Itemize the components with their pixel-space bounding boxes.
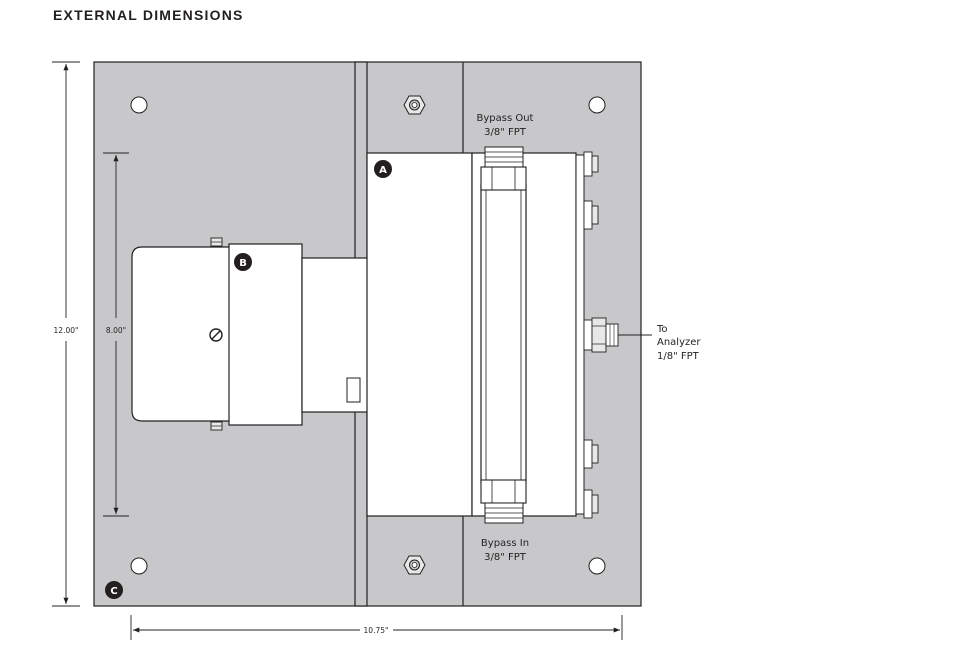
component-b-housing (131, 246, 231, 422)
analyzer-port-fitting (583, 317, 619, 353)
screw-icon (209, 328, 223, 342)
svg-text:B: B (239, 258, 247, 269)
callout-b-badge: B (234, 253, 252, 271)
bypass-in-fitting (480, 479, 527, 524)
bypass-out-label: Bypass Out (477, 113, 534, 124)
mounting-hole (588, 557, 606, 575)
mounting-hole (588, 96, 606, 114)
bypass-out-size: 3/8" FPT (484, 127, 527, 138)
dim-inner-height-label: 8.00" (106, 326, 126, 335)
page-title: EXTERNAL DIMENSIONS (53, 7, 244, 23)
hex-nut-icon (403, 95, 426, 115)
dim-height-label: 12.00" (54, 326, 79, 335)
flow-tube (480, 184, 527, 484)
callout-c-badge: C (105, 581, 123, 599)
callout-a-badge: A (374, 160, 392, 178)
component-a-block (366, 152, 473, 517)
bolt-icon (210, 237, 223, 247)
bypass-in-label: Bypass In (481, 538, 529, 549)
component-b-body (228, 243, 303, 426)
svg-text:A: A (379, 165, 387, 176)
side-plate (575, 154, 585, 515)
mounting-hole (130, 557, 148, 575)
bolt-icon (583, 489, 599, 519)
analyzer-label-to: To (656, 324, 668, 335)
bolt-icon (583, 151, 599, 177)
analyzer-label: Analyzer (657, 337, 701, 348)
bolt-icon (583, 200, 599, 230)
bolt-icon (583, 439, 599, 469)
dim-width-label: 10.75" (364, 626, 389, 635)
analyzer-port-size: 1/8" FPT (657, 351, 700, 362)
svg-text:C: C (110, 586, 117, 597)
bypass-in-size: 3/8" FPT (484, 552, 527, 563)
component-b-window (346, 377, 361, 403)
hex-nut-icon (403, 555, 426, 575)
bolt-icon (210, 421, 223, 431)
mounting-hole (130, 96, 148, 114)
bypass-out-fitting (480, 146, 527, 191)
